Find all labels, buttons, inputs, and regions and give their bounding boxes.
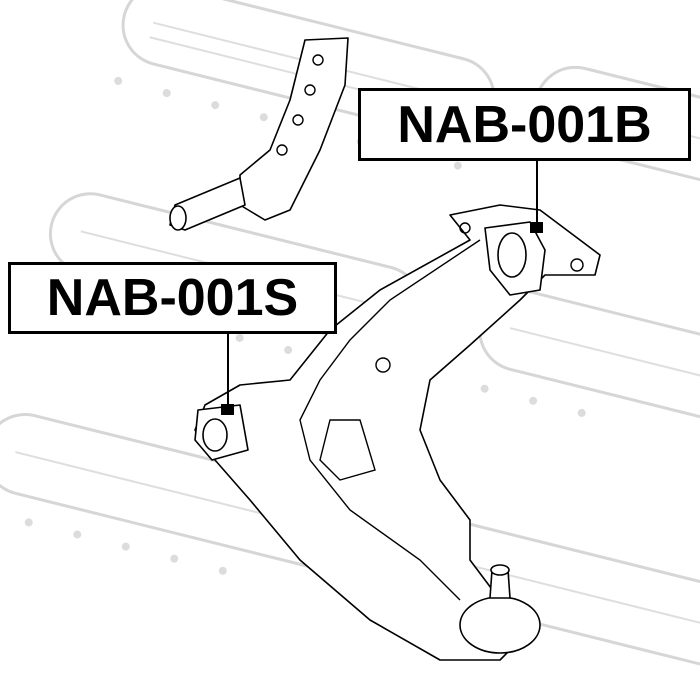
control-arm: [194, 204, 601, 661]
leader-line-nab-001s: [221, 333, 234, 415]
leader-line-nab-001b: [530, 160, 543, 233]
part-label-nab-001s: NAB-001S: [8, 262, 337, 334]
stabilizer-bracket: [169, 37, 349, 231]
part-label-nab-001b: NAB-001B: [358, 88, 691, 161]
